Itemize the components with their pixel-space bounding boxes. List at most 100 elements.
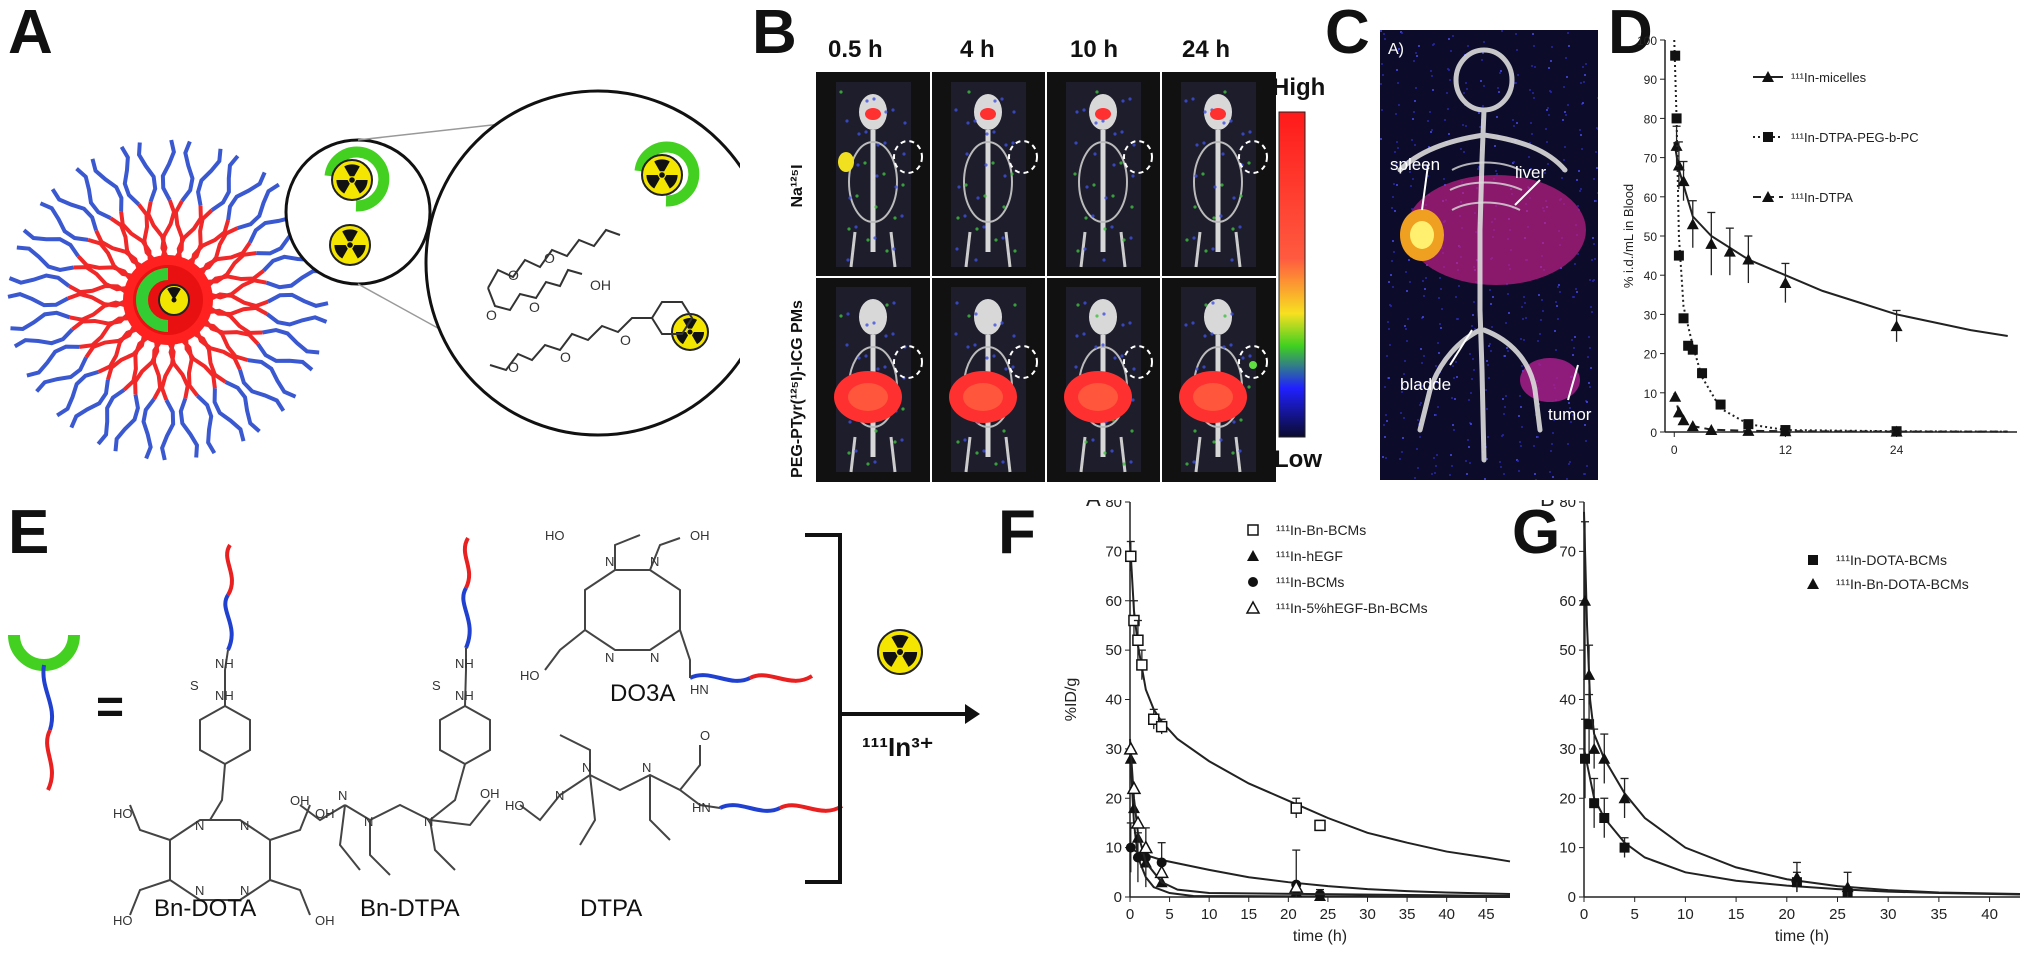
svg-text:HO: HO <box>113 913 133 928</box>
x-tick-label: 15 <box>1728 906 1745 923</box>
svg-text:HO: HO <box>505 798 525 813</box>
legend-label: ¹¹¹In-Bn-DOTA-BCMs <box>1836 576 1969 592</box>
y-axis-label: % i.d./mL in Blood <box>1621 184 1636 288</box>
svg-text:HO: HO <box>113 806 133 821</box>
panel-letter-c: C <box>1325 0 1370 67</box>
y-tick-label: 10 <box>1559 840 1576 857</box>
data-point <box>1132 852 1143 863</box>
y-tick-label: 0 <box>1650 426 1657 440</box>
x-tick-label: 0 <box>1580 906 1588 923</box>
svg-text:O: O <box>486 307 497 323</box>
panel-letter-e: E <box>8 498 50 567</box>
svg-text:N: N <box>582 760 591 775</box>
data-point <box>1132 634 1144 646</box>
radioactive-icon <box>634 141 700 207</box>
panel-letter-a: A <box>8 0 53 67</box>
x-tick-label: 25 <box>1320 906 1337 923</box>
y-tick-label: 70 <box>1559 543 1576 560</box>
y-tick-label: 80 <box>1105 500 1122 511</box>
y-tick-label: 60 <box>1644 191 1658 205</box>
data-point <box>1247 550 1259 561</box>
svg-text:NH: NH <box>455 656 474 671</box>
data-point <box>1671 113 1682 124</box>
svg-text:HO: HO <box>520 668 540 683</box>
svg-text:O: O <box>560 349 571 365</box>
data-point <box>1583 668 1596 680</box>
data-point <box>1579 594 1592 606</box>
svg-text:N: N <box>424 814 433 829</box>
x-tick-label: 20 <box>1280 906 1297 923</box>
data-point <box>1598 752 1611 764</box>
data-point <box>1154 864 1169 879</box>
svg-text:OH: OH <box>315 913 335 928</box>
data-point <box>1743 419 1754 430</box>
y-tick-label: 40 <box>1644 269 1658 283</box>
data-point <box>1669 390 1682 402</box>
data-point <box>1136 659 1148 671</box>
y-tick-label: 60 <box>1105 593 1122 610</box>
series-line <box>1673 141 2008 337</box>
panel-letter-d: D <box>1608 0 1653 67</box>
row-label-pm: PEG-PTyr(¹²⁵I)-ICG PMs <box>789 300 806 478</box>
chart-sublabel: A <box>1086 500 1101 511</box>
y-tick-label: 10 <box>1105 840 1122 857</box>
imaging-grid <box>816 72 1276 482</box>
data-point <box>1841 881 1854 893</box>
zoom-circle-large <box>424 89 740 437</box>
data-point <box>1155 720 1168 733</box>
data-point <box>1670 50 1681 61</box>
svg-text:NH: NH <box>215 688 234 703</box>
data-point <box>1890 425 1903 437</box>
svg-text:O: O <box>529 299 540 315</box>
svg-text:N: N <box>642 760 651 775</box>
legend-label: ¹¹¹In-DTPA-PEG-b-PC <box>1791 130 1919 145</box>
x-tick-label: 5 <box>1631 906 1639 923</box>
svg-text:N: N <box>195 883 204 898</box>
svg-text:HN: HN <box>692 800 711 815</box>
scale-high-label: High <box>1272 74 1326 101</box>
svg-text:O: O <box>700 728 710 743</box>
micelle-schematic: OOO OOO OHO <box>7 89 740 461</box>
svg-text:N: N <box>195 818 204 833</box>
spect-sublabel: A) <box>1388 41 1404 58</box>
data-point <box>1779 277 1792 289</box>
svg-text:OH: OH <box>290 793 310 808</box>
series-line <box>1673 392 2008 433</box>
x-axis-label: Time (h) <box>1817 464 1865 465</box>
core-radioactive-chelator-icon <box>136 268 190 332</box>
data-point <box>1599 813 1610 823</box>
data-point <box>1673 250 1684 261</box>
x-tick-label: 10 <box>1201 906 1218 923</box>
data-point <box>1588 742 1601 754</box>
y-tick-label: 30 <box>1105 741 1122 758</box>
series-line <box>1673 39 2008 433</box>
x-axis-label: time (h) <box>1775 928 1829 945</box>
radioactive-icon <box>877 629 923 675</box>
data-point <box>1686 420 1699 432</box>
data-point <box>1125 550 1137 563</box>
data-point <box>1715 399 1726 410</box>
data-point <box>1248 577 1258 587</box>
data-point <box>1589 798 1600 809</box>
y-tick-label: 90 <box>1644 73 1658 87</box>
time-header: 10 h <box>1070 36 1119 63</box>
chelator-name: DO3A <box>610 680 676 707</box>
radioactive-icon <box>329 224 371 266</box>
data-point <box>1584 719 1595 730</box>
data-point <box>1580 753 1591 764</box>
time-header: 4 h <box>960 36 995 63</box>
y-tick-label: 30 <box>1559 741 1576 758</box>
y-tick-label: 50 <box>1105 642 1122 659</box>
chelator-name: Bn-DOTA <box>154 895 257 922</box>
svg-text:N: N <box>605 554 614 569</box>
panel-letter-b: B <box>752 0 797 67</box>
y-tick-label: 70 <box>1105 543 1122 560</box>
x-tick-label: 40 <box>1981 906 1998 923</box>
data-point <box>1697 368 1708 379</box>
y-axis-label: %ID/g <box>1063 678 1080 722</box>
data-point <box>1314 819 1326 832</box>
svg-text:S: S <box>432 678 441 693</box>
legend-label: ¹¹¹In-5%hEGF-Bn-BCMs <box>1276 600 1428 616</box>
row-label-na125i: Na¹²⁵I <box>789 164 806 208</box>
